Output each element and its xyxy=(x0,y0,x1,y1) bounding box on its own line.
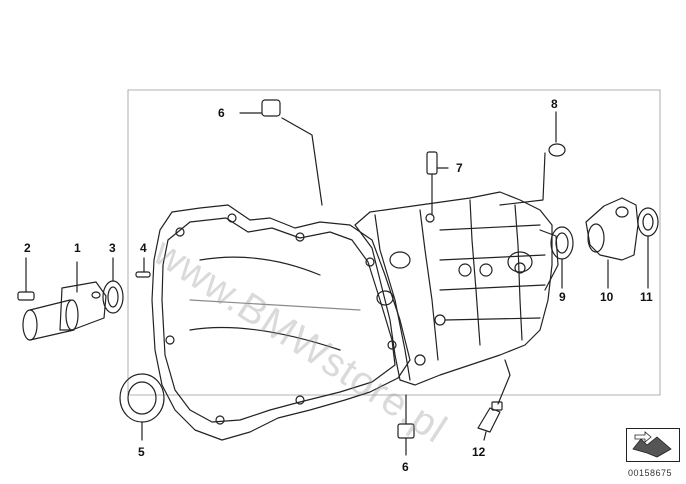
part-1-guide-sleeve xyxy=(22,261,107,341)
part-12-sensor xyxy=(477,359,511,441)
callout-8: 8 xyxy=(551,97,558,111)
callout-12: 12 xyxy=(472,445,486,459)
part-10-output-flange xyxy=(585,197,639,289)
callout-5: 5 xyxy=(138,445,145,459)
part-6-plug-top xyxy=(239,99,323,206)
part-6-drain-plug xyxy=(397,394,415,456)
callout-7: 7 xyxy=(456,161,463,175)
part-11-ring xyxy=(637,207,659,289)
part-9-seal xyxy=(550,226,574,289)
part-8-o-ring xyxy=(499,111,566,206)
part-5-seal xyxy=(119,373,165,441)
callout-10: 10 xyxy=(600,290,614,304)
callout-11: 11 xyxy=(640,290,653,304)
callout-4: 4 xyxy=(140,241,147,255)
callout-9: 9 xyxy=(559,290,566,304)
document-number: 00158675 xyxy=(628,468,673,478)
callout-6-bottom: 6 xyxy=(402,460,409,474)
callout-3: 3 xyxy=(109,241,116,255)
arrow-over-part-icon xyxy=(626,428,680,462)
callout-2: 2 xyxy=(24,241,31,255)
callout-1: 1 xyxy=(74,241,81,255)
callout-6-top: 6 xyxy=(218,106,225,120)
part-3-shaft-seal xyxy=(102,257,124,314)
part-7-pin xyxy=(426,151,449,216)
part-4-dowel-pin xyxy=(135,257,151,278)
frame-lines xyxy=(127,89,661,396)
part-2-bolt xyxy=(17,257,35,301)
transmission-housing xyxy=(151,191,559,441)
